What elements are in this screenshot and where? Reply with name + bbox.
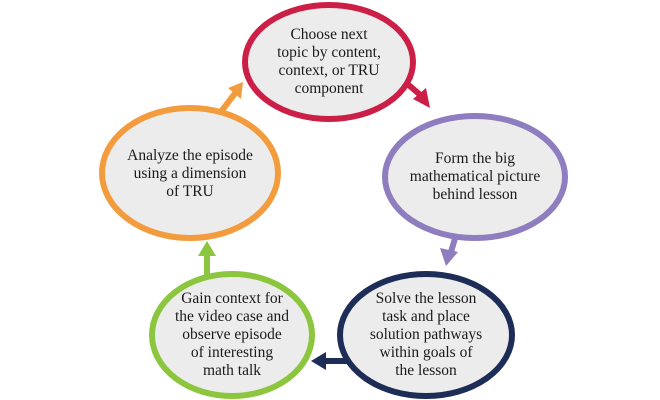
stage-gain: Gain context for the video case and obse… bbox=[162, 288, 302, 382]
stage-solve-line: the lesson bbox=[395, 362, 457, 379]
stage-gain-line: math talk bbox=[202, 362, 262, 379]
stage-gain-line: of interesting bbox=[190, 344, 274, 361]
stage-choose-line: context, or TRU bbox=[278, 62, 380, 79]
arrowhead-choose-to-form bbox=[413, 88, 430, 108]
stage-analyze-line: of TRU bbox=[166, 183, 214, 200]
stage-solve: Solve the lesson task and place solution… bbox=[354, 288, 498, 382]
stage-choose: Choose next topic by content, context, o… bbox=[259, 20, 399, 104]
stage-gain-line: observe episode bbox=[182, 326, 282, 343]
stage-form-line: mathematical picture bbox=[409, 168, 541, 185]
stage-solve-line: Solve the lesson bbox=[375, 290, 477, 307]
stage-choose-line: topic by content, bbox=[277, 44, 381, 61]
stage-gain-circle bbox=[149, 271, 315, 399]
stage-solve-line: within goals of bbox=[379, 344, 473, 361]
stage-choose-circle bbox=[242, 2, 416, 122]
stage-solve-line: solution pathways bbox=[369, 326, 483, 343]
stage-choose-line: Choose next bbox=[290, 26, 368, 43]
stage-form-line: behind lesson bbox=[432, 186, 518, 203]
arrowhead-form-to-solve bbox=[440, 248, 458, 266]
arrowhead-analyze-to-choose bbox=[228, 82, 243, 99]
stage-analyze-line: Analyze the episode bbox=[127, 147, 253, 164]
stage-solve-circle bbox=[337, 271, 515, 399]
stage-analyze-line: using a dimension bbox=[133, 165, 247, 182]
stage-form: Form the big mathematical picture behind… bbox=[398, 146, 552, 208]
stage-solve-line: task and place bbox=[382, 308, 470, 325]
stage-choose-line: component bbox=[294, 80, 364, 97]
arrowhead-solve-to-gain bbox=[311, 352, 326, 370]
arrowhead-gain-to-analyze bbox=[198, 241, 216, 256]
stage-gain-line: the video case and bbox=[174, 308, 290, 325]
stage-analyze-circle bbox=[99, 105, 281, 241]
stage-form-line: Form the big bbox=[434, 150, 516, 167]
stage-gain-line: Gain context for bbox=[181, 290, 283, 307]
stage-form-circle bbox=[382, 113, 568, 241]
stage-analyze: Analyze the episode using a dimension of… bbox=[112, 143, 268, 205]
